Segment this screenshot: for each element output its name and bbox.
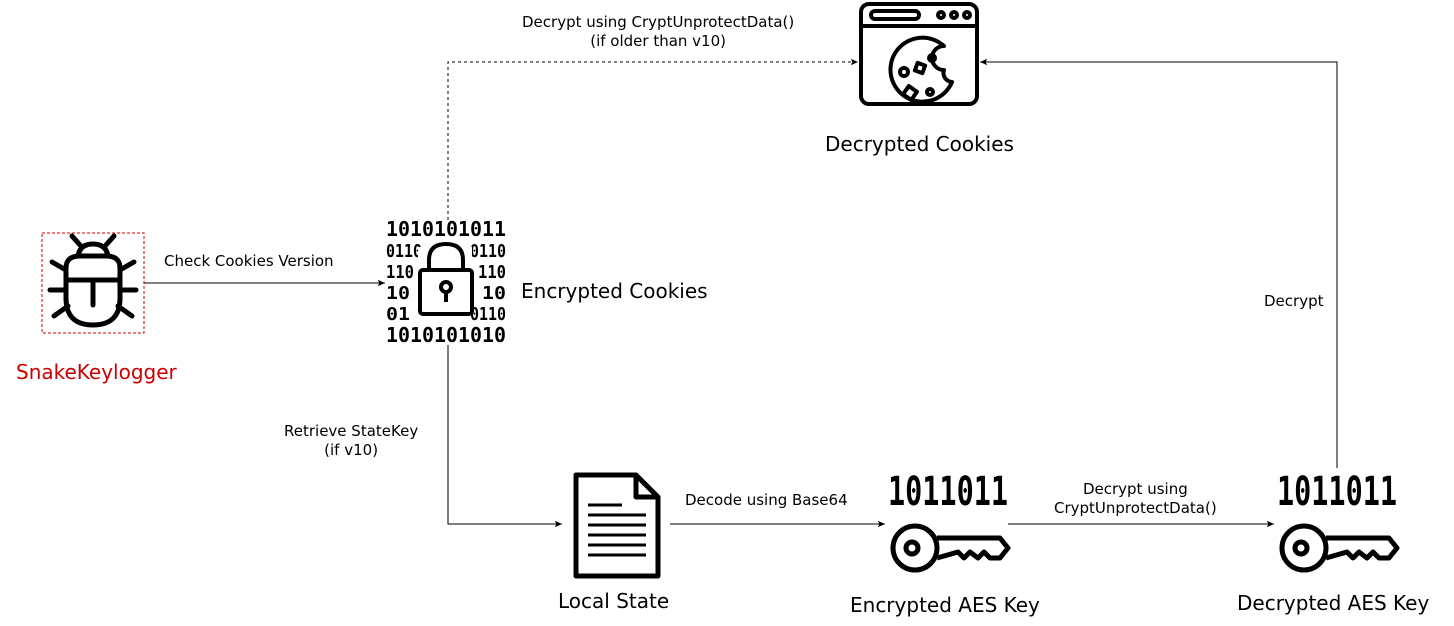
browser-cookie-icon xyxy=(859,2,979,106)
retrieve-statekey-label: Retrieve StateKey (if v10) xyxy=(284,422,418,460)
document-icon xyxy=(573,472,661,579)
binary-key-icon: 1011011 xyxy=(1277,469,1400,573)
decrypt-key-line1: Decrypt using xyxy=(1082,480,1188,498)
binary-row: 10 xyxy=(482,283,506,304)
binary-row: 01 xyxy=(386,304,410,325)
key-binary: 1011011 xyxy=(888,469,1008,515)
edges xyxy=(144,58,1338,528)
decrypt-old-label: Decrypt using CryptUnprotectData() (if o… xyxy=(522,13,794,51)
decrypt-label: Decrypt xyxy=(1264,292,1324,310)
binary-row: 1010101010 xyxy=(386,323,506,347)
bug-icon xyxy=(47,233,139,328)
snakekeylogger-label: SnakeKeylogger xyxy=(16,360,177,384)
decrypted-aes-key-label: Decrypted AES Key xyxy=(1237,591,1430,615)
retrieve-statekey-line1: Retrieve StateKey xyxy=(284,422,419,440)
local-state-label: Local State xyxy=(558,589,670,613)
key-binary: 1011011 xyxy=(1277,469,1397,515)
binary-row: 0110 xyxy=(470,241,506,262)
check-version-label: Check Cookies Version xyxy=(164,252,334,270)
decrypt-old-line2: (if older than v10) xyxy=(590,31,726,50)
decrypt-key-line2: CryptUnprotectData() xyxy=(1054,498,1217,517)
encrypted-aes-key-label: Encrypted AES Key xyxy=(850,593,1040,617)
decrypted-cookies-label: Decrypted Cookies xyxy=(825,132,1014,156)
binary-lock-icon: 1010101011 0110 0110 110 110 10 10 01 01… xyxy=(386,217,506,347)
snakekeylogger-frame xyxy=(41,232,145,334)
edge-decrypt-old xyxy=(447,58,858,220)
binary-row: 0110 xyxy=(386,241,422,262)
binary-row: 0110 xyxy=(470,304,506,325)
binary-row: 10 xyxy=(386,283,410,304)
edge-retrieve-statekey xyxy=(447,345,562,528)
encrypted-cookies-label: Encrypted Cookies xyxy=(521,279,708,303)
decrypt-old-line1: Decrypt using CryptUnprotectData() xyxy=(522,13,795,31)
retrieve-statekey-line2: (if v10) xyxy=(324,440,379,459)
decode-base64-label: Decode using Base64 xyxy=(685,491,848,509)
binary-row: 110 xyxy=(386,262,414,283)
binary-key-icon: 1011011 xyxy=(888,469,1011,573)
binary-row: 1010101011 xyxy=(386,217,506,241)
decrypt-key-label: Decrypt using CryptUnprotectData() xyxy=(1054,480,1217,518)
binary-row: 110 xyxy=(478,262,506,283)
edge-decrypt xyxy=(980,58,1338,468)
